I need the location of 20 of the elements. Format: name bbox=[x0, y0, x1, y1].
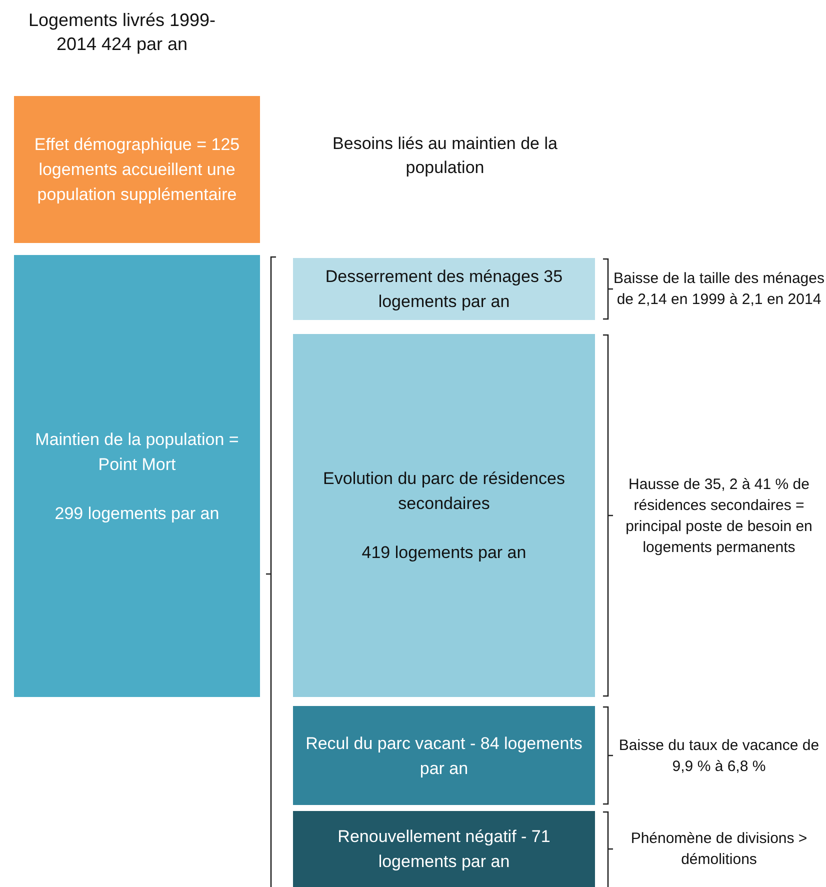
note-text: Baisse du taux de vacance de 9,9 % à 6,8 % bbox=[618, 736, 820, 776]
category-box bbox=[293, 706, 595, 805]
category-box bbox=[293, 334, 595, 697]
column-heading: Besoins liés au maintien de la population bbox=[332, 133, 558, 179]
note-text: Baisse de la taille des ménages de 2,14 en 1999 à 2,1 en 2014 bbox=[612, 269, 826, 310]
box-text: 299 logements par an bbox=[54, 502, 220, 524]
title: Logements livrés 1999-2014 424 par an bbox=[27, 9, 217, 56]
box-text: Desserrement des ménages 35 logements par an bbox=[324, 266, 564, 313]
category-box bbox=[293, 258, 595, 320]
note-text: Phénomène de divisions > démolitions bbox=[630, 829, 808, 870]
box-text: Evolution du parc de résidences secondaires bbox=[322, 468, 566, 515]
note-text: Hausse de 35, 2 à 41 % de résidences secondaires = principal poste de besoin en logements permanents bbox=[624, 474, 814, 558]
category-box bbox=[14, 255, 260, 697]
box-text: Maintien de la population = Point Mort bbox=[34, 428, 240, 476]
category-box bbox=[293, 811, 595, 887]
box-text: Recul du parc vacant - 84 logements par an bbox=[304, 732, 584, 780]
box-text: 419 logements par an bbox=[362, 542, 526, 564]
box-text: Effet démographique = 125 logements accueillent une population supplémentaire bbox=[33, 134, 241, 206]
category-box bbox=[14, 96, 260, 243]
box-text: Renouvellement négatif - 71 logements par an bbox=[336, 826, 552, 873]
